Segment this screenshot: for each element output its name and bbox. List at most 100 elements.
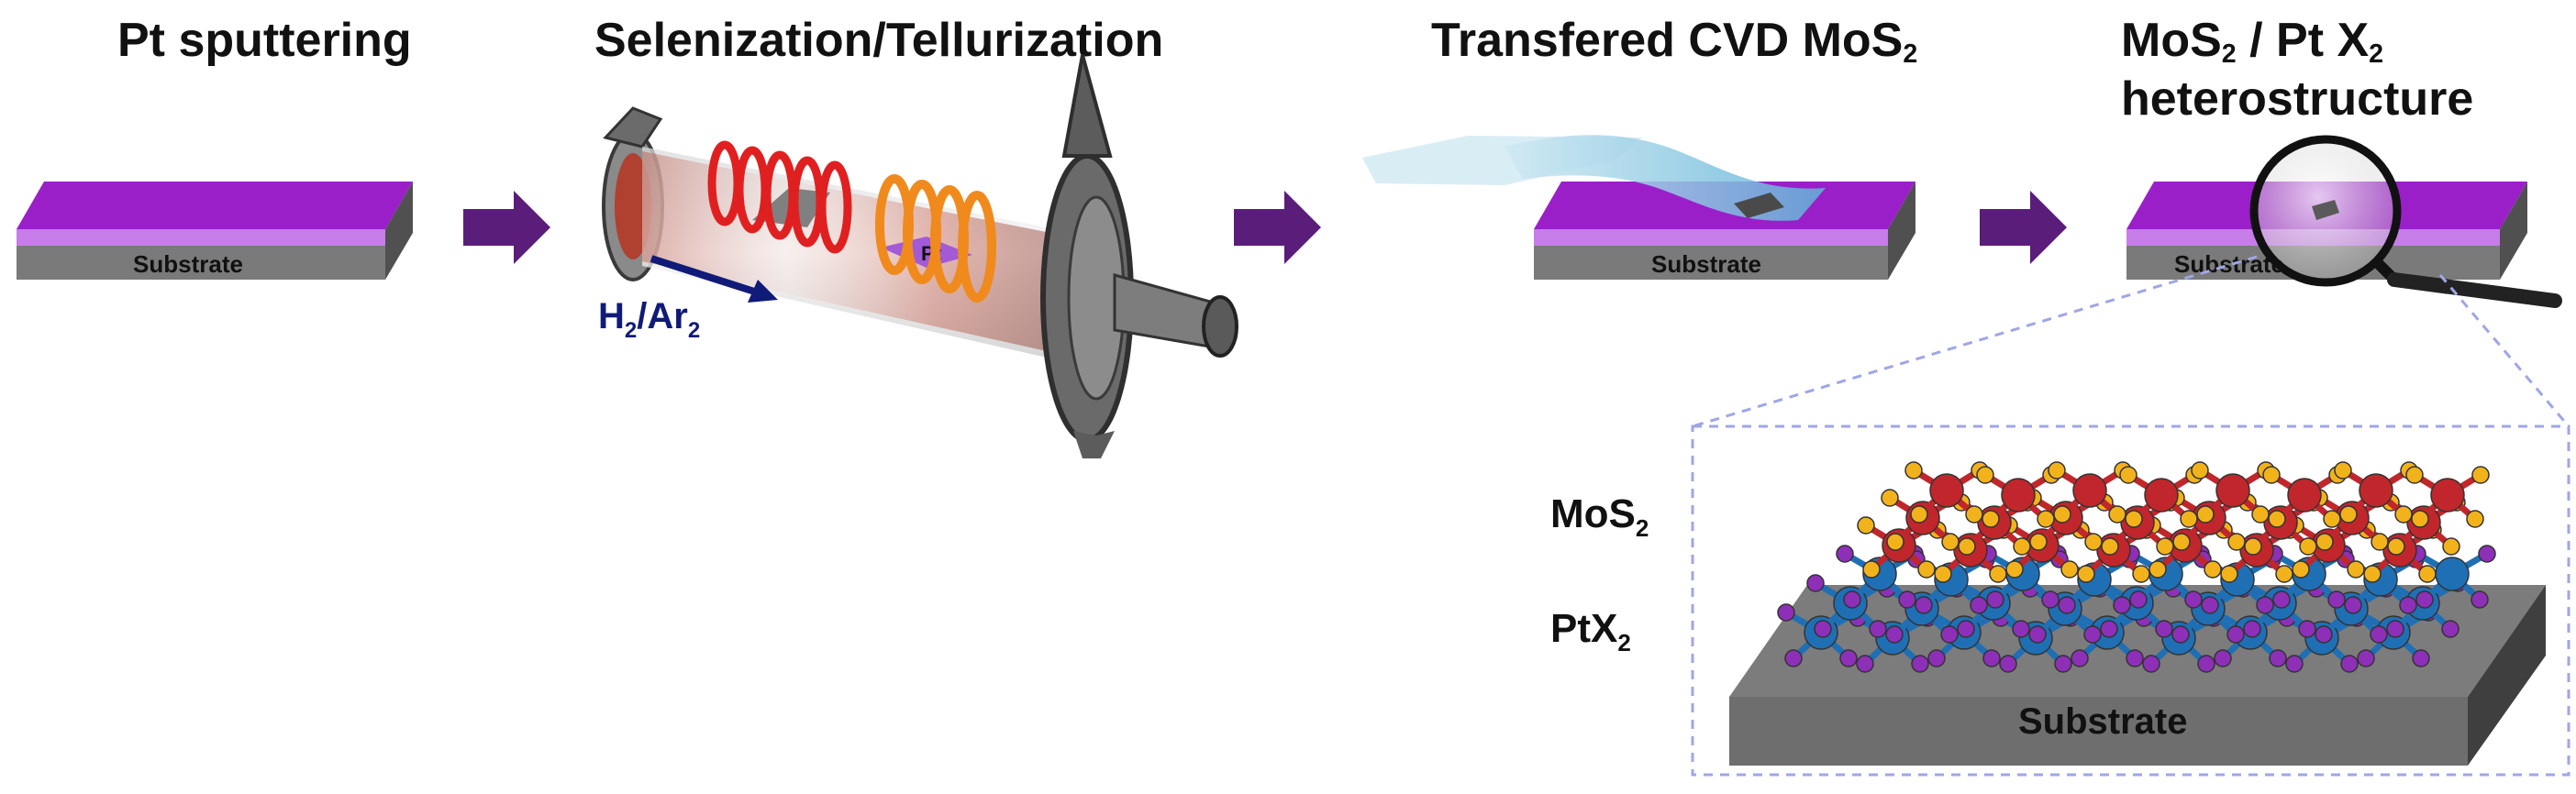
step3-title: Transfered CVD MoS2 — [1431, 17, 1917, 68]
zoom-inset-frame — [1691, 425, 2570, 777]
x-atom — [1869, 620, 1887, 638]
s-atom — [2053, 505, 2071, 524]
x-atom — [2226, 625, 2245, 644]
x-atom — [2054, 655, 2072, 673]
ptx2-label-sub: 2 — [1617, 629, 1630, 656]
s-atom — [2334, 461, 2352, 480]
step1-pt-edge — [17, 229, 385, 246]
outlet-clamp-top — [1061, 54, 1113, 158]
arrow-2 — [1234, 191, 1321, 264]
step3-substrate-label: Substrate — [1651, 250, 1761, 278]
gas-ar-sub: 2 — [688, 318, 700, 343]
x-atom — [2100, 620, 2118, 638]
s-atom — [2077, 565, 2095, 583]
step4-title-mos: MoS — [2121, 14, 2222, 67]
transferred-mos2-film — [1362, 135, 1826, 221]
s-atom — [1934, 565, 1952, 583]
s-atom — [2132, 565, 2150, 583]
s-atom — [1965, 505, 1983, 524]
s-atom — [2196, 505, 2215, 524]
step1-title: Pt sputtering — [117, 14, 412, 67]
x-atom — [1806, 574, 1825, 592]
x-atom — [1784, 649, 1803, 667]
film-ribbon — [1505, 135, 1826, 221]
s-atom — [2029, 533, 2048, 551]
s-atom — [2315, 533, 2334, 551]
s-atom — [2442, 537, 2460, 556]
step1-substrate-front — [17, 246, 385, 280]
x-atom — [2344, 596, 2362, 614]
s-atom — [2292, 560, 2310, 579]
s-atom — [2037, 510, 2055, 528]
x-atom — [2272, 590, 2291, 609]
mos2-layer-label: MoS2 — [1550, 491, 1649, 542]
s-atom — [1976, 466, 1994, 484]
ptx2-layer-label: PtX2 — [1550, 606, 1631, 656]
s-atom — [2418, 565, 2437, 583]
x-atom — [1940, 625, 1959, 644]
s-atom — [1917, 560, 1936, 579]
x-atom — [2386, 620, 2404, 638]
magnified-flake — [2312, 200, 2339, 220]
zoom-substrate-front — [1729, 697, 2468, 766]
x-atom — [2370, 625, 2388, 644]
step4-title-line1: MoS2 / Pt X2 — [2121, 17, 2383, 68]
s-atom — [2172, 533, 2191, 551]
step3-substrate-side — [1888, 182, 1915, 280]
outlet-clamp-bottom — [1073, 431, 1115, 458]
step4-substrate-side — [2500, 182, 2527, 280]
x-atom — [2126, 649, 2144, 667]
mo-atom — [2215, 473, 2250, 508]
mos2-label-main: MoS — [1550, 491, 1636, 536]
x-atom — [1839, 649, 1858, 667]
tube-glow — [642, 151, 1055, 353]
mo-atom — [2001, 478, 2036, 513]
ptx2-atomic-layer — [1777, 545, 2496, 673]
s-atom — [2347, 560, 2365, 579]
zoom-substrate-label: Substrate — [2018, 701, 2188, 742]
s-atom — [2268, 510, 2286, 528]
x-atom — [2478, 545, 2496, 563]
s-atom — [2125, 510, 2143, 528]
x-atom — [1814, 620, 1832, 638]
arrow-3 — [1980, 191, 2067, 264]
x-atom — [1970, 596, 1988, 614]
s-atom — [2084, 533, 2103, 551]
s-atom — [2156, 537, 2174, 556]
mo-atom — [2287, 478, 2322, 513]
mo-atom — [2072, 473, 2107, 508]
x-atom — [2315, 625, 2333, 644]
pt-atom — [2435, 557, 2470, 591]
mo-atom — [2430, 478, 2465, 513]
s-atom — [2244, 537, 2262, 556]
x-atom — [2285, 655, 2304, 673]
s-atom — [2466, 510, 2484, 528]
step4-title-ptx: / Pt X — [2236, 14, 2370, 67]
s-atom — [2339, 505, 2358, 524]
x-atom — [2340, 655, 2359, 673]
s-atom — [2149, 560, 2167, 579]
mo-atom — [2359, 473, 2393, 508]
s-atom — [1862, 560, 1881, 579]
gas-h-sub: 2 — [625, 318, 637, 343]
x-atom — [2171, 625, 2190, 644]
s-atom — [2363, 565, 2382, 583]
s-atom — [2262, 466, 2281, 484]
magnifier-handle — [2387, 272, 2562, 308]
s-atom — [2275, 565, 2293, 583]
s-atom — [2119, 466, 2137, 484]
step4-title-line2: heterostructure — [2121, 72, 2474, 126]
x-atom — [2327, 590, 2346, 609]
s-atom — [1857, 516, 1875, 535]
x-atom — [2201, 596, 2219, 614]
x-atom — [2083, 625, 2102, 644]
gas-label: H2/Ar2 — [598, 296, 700, 343]
step3-title-sub: 2 — [1903, 39, 1918, 70]
s-atom — [2405, 466, 2424, 484]
x-atom — [1982, 649, 2001, 667]
step3-substrate-front — [1534, 246, 1888, 280]
mos2-atomic-layer — [1857, 461, 2490, 583]
step4-title-sub2: 2 — [2369, 39, 2384, 70]
x-atom — [2214, 649, 2232, 667]
